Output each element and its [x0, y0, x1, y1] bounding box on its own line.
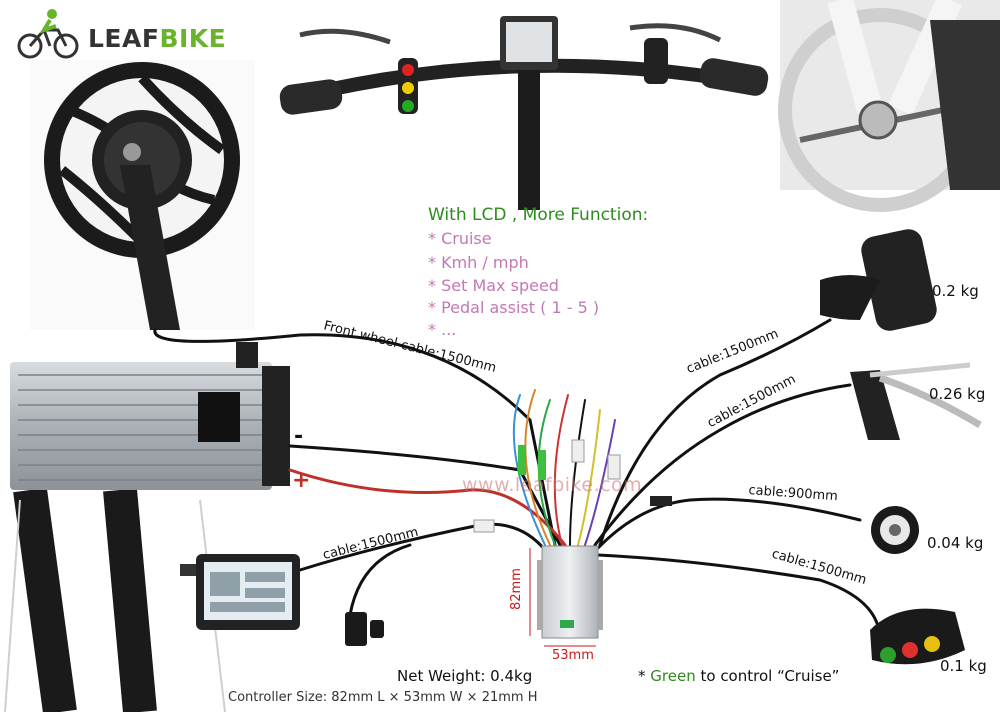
connector-plug	[345, 612, 384, 646]
battery-positive-label: +	[292, 468, 311, 493]
brand-name-part2: BIKE	[159, 24, 227, 53]
switch-weight: 0.1 kg	[940, 657, 987, 675]
feature-item: * Pedal assist ( 1 - 5 )	[428, 298, 600, 317]
wiring-harness	[153, 318, 882, 642]
lcd-display	[180, 554, 300, 630]
watermark: www.leafbike.com	[462, 474, 643, 496]
feature-item: * Set Max speed	[428, 276, 559, 295]
fork-photo	[778, 0, 1000, 212]
cruise-note-prefix: *	[638, 667, 651, 685]
handlebar-photo	[279, 16, 769, 210]
net-weight: Net Weight: 0.4kg	[397, 667, 533, 685]
hub-motor-photo	[30, 60, 255, 330]
cruise-note: * Green to control “Cruise”	[638, 667, 839, 685]
features-heading: With LCD , More Function:	[428, 205, 649, 225]
controller-width-label: 53mm	[552, 648, 594, 663]
battery-negative-label: -	[294, 424, 304, 449]
throttle-weight: 0.2 kg	[932, 282, 979, 300]
feature-item: * Kmh / mph	[428, 253, 529, 272]
leafbike-logo-icon	[17, 9, 79, 59]
brake-lever	[850, 362, 982, 440]
feature-item: * Cruise	[428, 229, 492, 248]
cruise-switch	[870, 608, 965, 665]
throttle-grip	[820, 229, 937, 331]
cruise-note-green: Green	[650, 667, 696, 685]
battery-pack	[10, 342, 290, 490]
pas-sensor	[871, 506, 919, 554]
brake-weight: 0.26 kg	[929, 385, 986, 403]
feature-item: * ...	[428, 320, 457, 339]
pas-weight: 0.04 kg	[927, 534, 984, 552]
controller-size: Controller Size: 82mm L × 53mm W × 21mm …	[228, 690, 538, 705]
brand-name-part1: LEAF	[88, 24, 160, 53]
controller-box	[529, 545, 603, 647]
controller-height-label: 82mm	[509, 568, 524, 610]
cruise-note-suffix: to control “Cruise”	[695, 667, 840, 685]
brand-logo: LEAFBIKE	[88, 24, 226, 53]
bike-frame-photo	[4, 487, 226, 712]
